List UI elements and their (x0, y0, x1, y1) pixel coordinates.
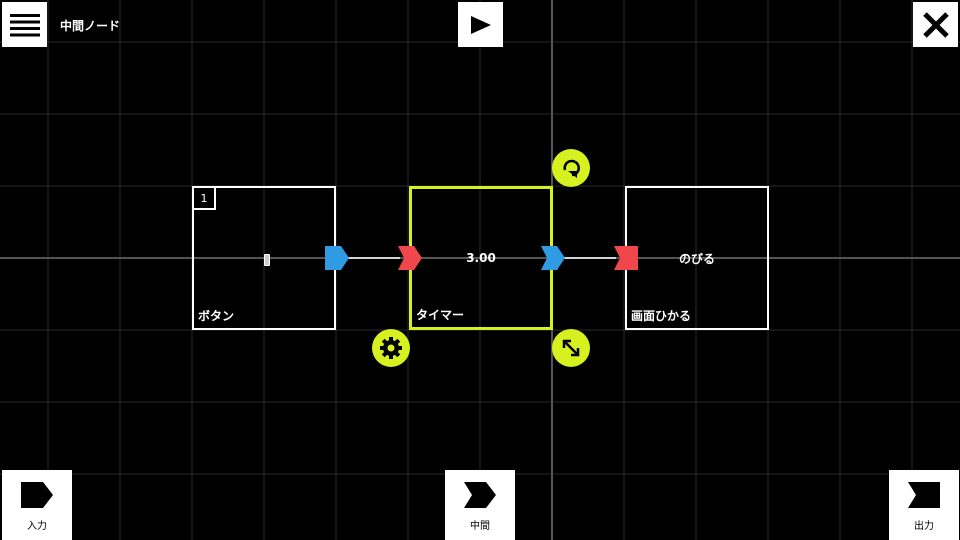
node-value: 3.00 (466, 251, 496, 265)
input-node-label: 入力 (27, 521, 47, 532)
middle-node-label: 中間 (470, 521, 490, 532)
settings-button[interactable] (372, 329, 410, 367)
output-port[interactable] (325, 246, 349, 270)
node-name: タイマー (416, 308, 465, 322)
hamburger-menu-icon (9, 13, 40, 36)
resize-button[interactable] (552, 329, 590, 367)
output-node-icon (908, 482, 940, 508)
middle-node-button[interactable]: 中間 (445, 470, 515, 540)
screen-flash-node[interactable]: のびる 画面ひかる (625, 186, 769, 330)
resize-diagonal-icon (562, 339, 580, 357)
node-name: 画面ひかる (631, 309, 692, 323)
node-value: のびる (678, 252, 715, 266)
close-button[interactable] (913, 2, 958, 47)
middle-node-icon (464, 482, 496, 508)
close-icon (922, 11, 949, 38)
menu-button[interactable] (2, 2, 47, 47)
timer-node[interactable]: 3.00 タイマー (409, 186, 553, 330)
output-node-button[interactable]: 出力 (889, 470, 959, 540)
node-number-badge: 1 (194, 188, 216, 210)
gear-icon (380, 337, 402, 359)
node-name: ボタン (198, 309, 235, 323)
input-node-icon (21, 482, 53, 508)
input-node-button[interactable]: 入力 (2, 470, 72, 540)
input-port[interactable] (398, 246, 422, 270)
output-port[interactable] (541, 246, 565, 270)
rotate-button[interactable] (552, 149, 590, 187)
play-button[interactable] (458, 2, 503, 47)
page-title: 中間ノード (60, 19, 121, 33)
play-icon (470, 15, 491, 34)
rotate-icon (563, 159, 580, 178)
button-value-indicator (264, 254, 270, 266)
button-node[interactable]: 1 ボタン (192, 186, 336, 330)
output-node-label: 出力 (914, 521, 934, 532)
input-port[interactable] (614, 246, 638, 270)
